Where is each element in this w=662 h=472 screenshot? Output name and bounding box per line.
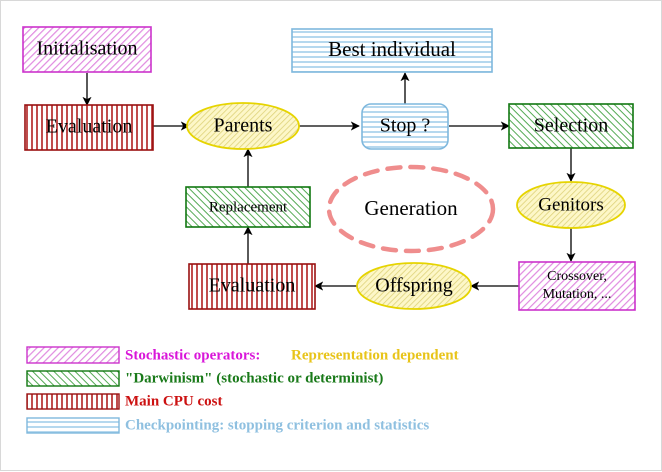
legend-label-representation-dependent: Representation dependent bbox=[291, 347, 459, 363]
evaluation-bottom-shape bbox=[188, 263, 316, 310]
offspring-shape bbox=[356, 262, 472, 310]
magenta-hatch-swatch bbox=[26, 346, 120, 364]
blue-horizontal-swatch bbox=[26, 417, 120, 434]
legend-label-checkpointing: Checkpointing: stopping criterion and st… bbox=[125, 417, 429, 433]
stop-label: Stop ? bbox=[380, 115, 431, 137]
offspring-label: Offspring bbox=[375, 275, 452, 297]
selection-shape bbox=[508, 103, 634, 149]
legend-label-darwinism: "Darwinism" (stochastic or determinist) bbox=[125, 370, 383, 386]
node-replacement[interactable]: Replacement bbox=[185, 186, 311, 228]
red-vertical-swatch bbox=[26, 393, 120, 410]
selection-label: Selection bbox=[534, 115, 608, 137]
node-evaluation-bottom[interactable]: Evaluation bbox=[188, 263, 316, 310]
crossover-label-line1: Crossover, bbox=[547, 269, 607, 284]
evaluation-top-shape bbox=[24, 104, 154, 151]
initialisation-shape bbox=[22, 26, 152, 73]
node-initialisation[interactable]: Initialisation bbox=[22, 26, 152, 73]
generation-label: Generation bbox=[364, 196, 458, 220]
crossover-shape bbox=[518, 261, 636, 311]
genitors-label: Genitors bbox=[538, 194, 603, 215]
legend-label-main-cpu-cost: Main CPU cost bbox=[125, 393, 223, 409]
legend-row-darwinism: "Darwinism" (stochastic or determinist) bbox=[26, 370, 383, 387]
legend-row-main-cpu-cost: Main CPU cost bbox=[26, 393, 223, 410]
crossover-label-line2: Mutation, ... bbox=[543, 287, 612, 302]
generation-shape bbox=[326, 164, 496, 254]
replacement-label: Replacement bbox=[209, 199, 288, 215]
evaluation-top-label: Evaluation bbox=[46, 116, 133, 138]
node-stop[interactable]: Stop ? bbox=[361, 103, 449, 150]
best-individual-shape bbox=[291, 28, 493, 73]
stop-shape bbox=[361, 103, 449, 150]
legend-label-stochastic-operators: Stochastic operators: bbox=[125, 347, 260, 363]
node-selection[interactable]: Selection bbox=[508, 103, 634, 149]
best-individual-label: Best individual bbox=[328, 37, 456, 61]
parents-shape bbox=[186, 102, 300, 150]
evaluation-bottom-label: Evaluation bbox=[209, 275, 296, 297]
node-evaluation-top[interactable]: Evaluation bbox=[24, 104, 154, 151]
node-crossover-mutation[interactable]: Crossover, Mutation, ... bbox=[518, 261, 636, 311]
node-parents[interactable]: Parents bbox=[186, 102, 300, 150]
legend: Stochastic operators: Representation dep… bbox=[26, 346, 459, 434]
legend-row-checkpointing: Checkpointing: stopping criterion and st… bbox=[26, 417, 429, 434]
replacement-shape bbox=[185, 186, 311, 228]
connector-group bbox=[82, 72, 576, 291]
node-generation: Generation bbox=[326, 164, 496, 254]
green-hatch-swatch bbox=[26, 370, 120, 387]
parents-label: Parents bbox=[214, 115, 273, 137]
node-best-individual[interactable]: Best individual bbox=[291, 28, 493, 73]
genitors-shape bbox=[516, 181, 626, 229]
initialisation-label: Initialisation bbox=[36, 38, 137, 60]
legend-row-stochastic-operators: Stochastic operators: Representation dep… bbox=[26, 346, 459, 364]
node-genitors[interactable]: Genitors bbox=[516, 181, 626, 229]
node-offspring[interactable]: Offspring bbox=[356, 262, 472, 310]
